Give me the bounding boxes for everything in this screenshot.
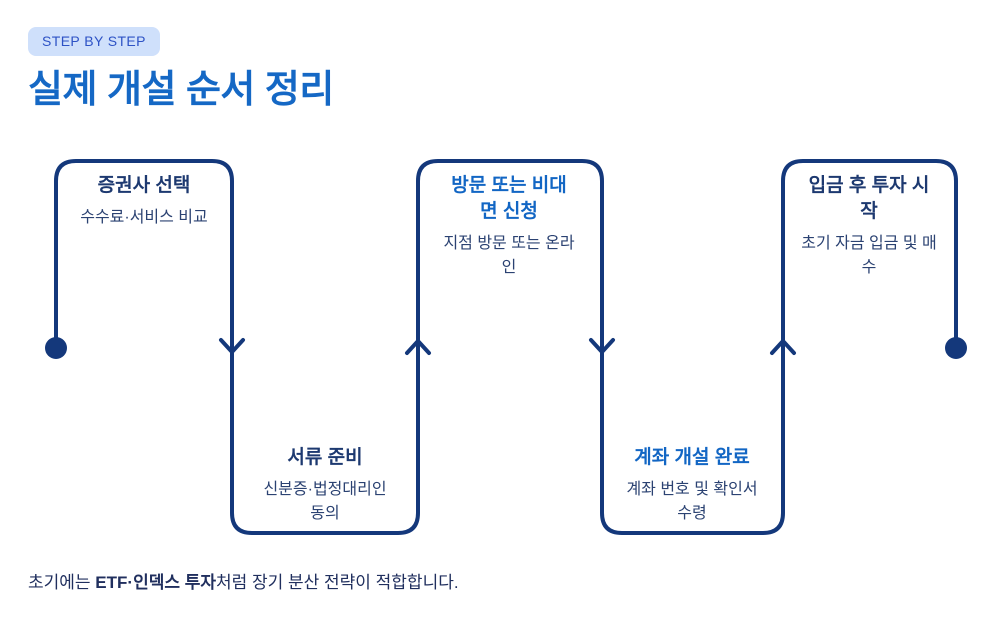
footer-note-suffix: 처럼 장기 분산 전략이 적합합니다. (216, 573, 459, 592)
arrow-up-icon (405, 339, 431, 355)
step-5-subtitle: 초기 자금 입금 및 매 수 (801, 235, 937, 276)
arrow-down-icon (219, 338, 245, 354)
flow-connector-path (54, 159, 958, 535)
footer-note: 초기에는 ETF·인덱스 투자처럼 장기 분산 전략이 적합합니다. (28, 570, 459, 596)
page-title: 실제 개설 순서 정리 (28, 69, 334, 111)
arrow-down-icon (589, 338, 615, 354)
step-2-subtitle: 신분증·법정대리인 동의 (263, 481, 387, 522)
step-1-title: 증권사 선택 (97, 175, 191, 196)
arrow-up-icon (770, 339, 796, 355)
start-dot-icon (45, 337, 67, 359)
step-3-subtitle: 지점 방문 또는 온라 인 (443, 235, 575, 276)
step-1-subtitle: 수수료·서비스 비교 (80, 209, 208, 226)
step-3-title: 방문 또는 비대 면 신청 (451, 175, 567, 222)
step-5-title: 입금 후 투자 시 작 (808, 175, 930, 222)
end-dot-icon (945, 337, 967, 359)
step-2-title: 서류 준비 (287, 447, 363, 468)
step-4: 계좌 개설 완료 계좌 번호 및 확인서 수령 (604, 445, 780, 526)
step-5: 입금 후 투자 시 작 초기 자금 입금 및 매 수 (781, 173, 957, 280)
step-2: 서류 준비 신분증·법정대리인 동의 (237, 445, 413, 526)
footer-note-bold: ETF·인덱스 투자 (95, 573, 216, 592)
step-3: 방문 또는 비대 면 신청 지점 방문 또는 온라 인 (421, 173, 597, 280)
step-badge: STEP BY STEP (28, 27, 160, 56)
step-4-title: 계좌 개설 완료 (634, 447, 750, 468)
step-1: 증권사 선택 수수료·서비스 비교 (56, 173, 232, 230)
step-4-subtitle: 계좌 번호 및 확인서 수령 (626, 481, 758, 522)
step-badge-label: STEP BY STEP (42, 33, 146, 49)
footer-note-prefix: 초기에는 (28, 573, 96, 592)
